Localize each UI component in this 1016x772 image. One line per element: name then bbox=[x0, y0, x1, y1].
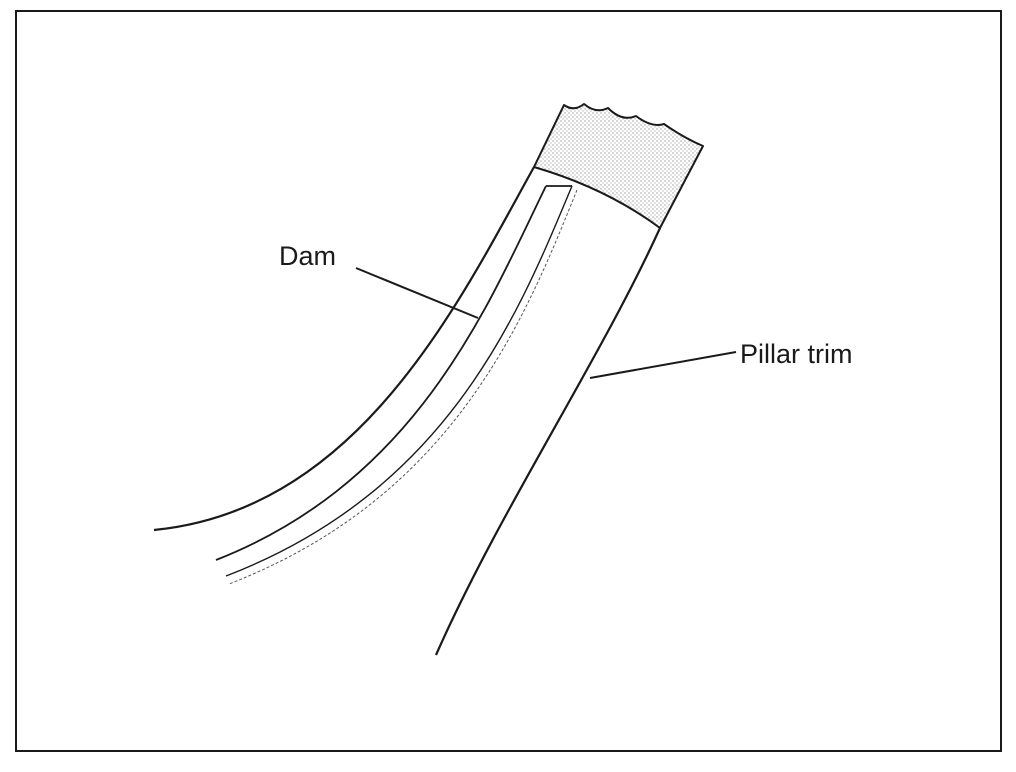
dam-strip-inner bbox=[225, 185, 573, 577]
headliner-fabric bbox=[533, 103, 704, 229]
dam-label: Dam bbox=[279, 241, 337, 271]
pillar-trim-outer-edge bbox=[153, 166, 535, 532]
pillar-trim-label: Pillar trim bbox=[740, 339, 853, 369]
dam-strip-outer bbox=[215, 185, 547, 561]
dam-callout-line bbox=[355, 267, 479, 319]
dam-strip-inner-double bbox=[228, 189, 578, 585]
pillar-trim-right-edge bbox=[434, 227, 662, 656]
pillar-trim-callout-line bbox=[589, 351, 737, 379]
figure-frame bbox=[15, 10, 1002, 752]
